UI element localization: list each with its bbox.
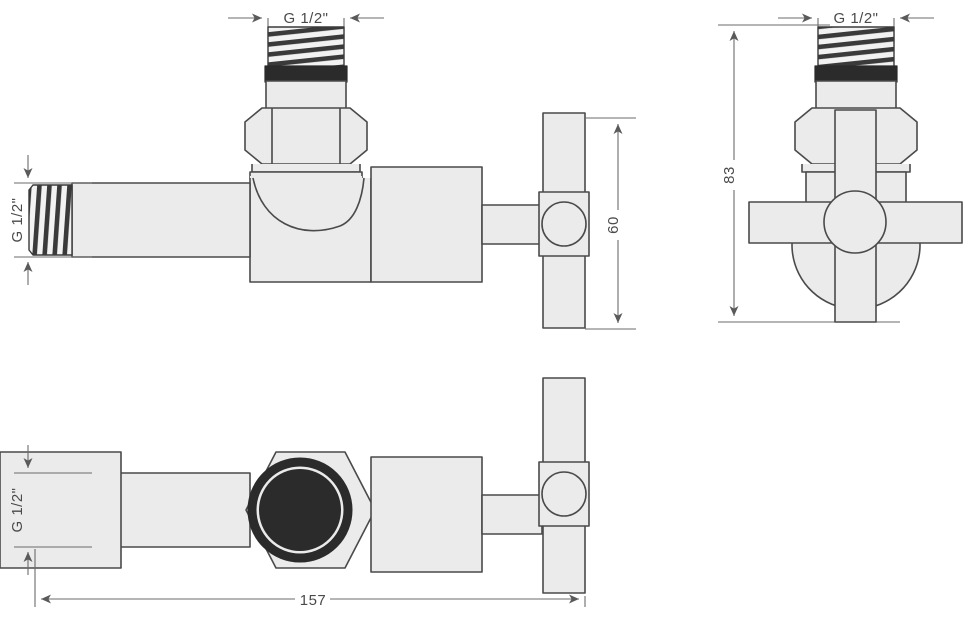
cross-handle-right-view [748, 109, 963, 323]
top-collar-right [815, 80, 897, 110]
hex-union-nut [244, 107, 368, 173]
body-right-block [370, 166, 483, 283]
label-thread-left-vertical: G 1/2" [9, 197, 26, 242]
hex-bore-dark-fill [259, 469, 341, 551]
valve-body-left [249, 171, 372, 283]
handle-assembly-left-view [481, 112, 590, 329]
label-overall-height: 83 [721, 166, 738, 184]
dim-inlet-thread-bottom [14, 445, 92, 575]
top-left-side-elevation-view [14, 13, 590, 329]
inlet-thread-hatch [28, 184, 73, 256]
label-overall-length: 157 [300, 592, 327, 609]
bottom-left-top-plan-view [0, 377, 590, 607]
hex-nut-body [244, 107, 368, 165]
valve-body-right [370, 166, 483, 283]
top-thread-dark-band-right [814, 65, 898, 83]
top-right-front-elevation-view [718, 13, 963, 323]
inlet-pipe-shaft [71, 182, 251, 258]
spindle-stem [481, 204, 543, 245]
label-thread-bottom-left-vertical: G 1/2" [9, 487, 26, 532]
dim-inlet-thread-left [14, 155, 92, 285]
handle-hub-circle [541, 201, 587, 247]
top-thread-assembly-right [814, 26, 898, 110]
handle-hub-circle-bottom [541, 471, 587, 517]
top-thread-assembly [264, 26, 348, 110]
spindle-stem-bottom [481, 494, 543, 535]
dim-handle-length-60 [585, 117, 636, 330]
hex-nut-flange [251, 164, 361, 173]
label-thread-top-right: G 1/2" [833, 10, 878, 27]
body-left-fill [250, 176, 371, 282]
inlet-pipe-assembly [28, 182, 251, 258]
label-handle-length: 60 [605, 216, 622, 234]
hex-bore-outer-ring [247, 457, 353, 563]
valve-body-plan-right [370, 456, 483, 573]
label-thread-top-left: G 1/2" [283, 10, 328, 27]
top-collar [265, 80, 347, 110]
dim-overall-length-157 [34, 549, 586, 607]
body-plan-right-block [370, 456, 483, 573]
top-thread-hatch [267, 26, 345, 70]
top-thread-hatch-right [817, 26, 895, 70]
top-thread-dark-band [264, 65, 348, 83]
body-dome-curve [252, 177, 365, 232]
handle-assembly-bottom-view [481, 377, 590, 594]
cross-handle-center-circle [823, 190, 887, 254]
body-plan-left-block [0, 451, 122, 569]
valve-body-plan [0, 451, 376, 569]
